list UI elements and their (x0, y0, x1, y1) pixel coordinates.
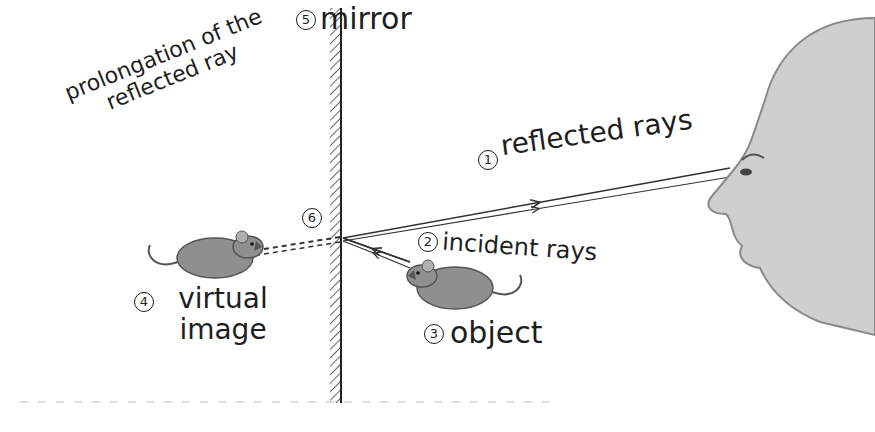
incident-ray (343, 241, 410, 268)
incident-ray (343, 238, 410, 262)
part-label: prolongation of the reflected ray (57, 3, 279, 130)
reflected-ray (343, 177, 730, 241)
callout-number: 2 (418, 232, 438, 252)
callout-number: 4 (134, 292, 154, 312)
reflected-ray (343, 168, 730, 238)
mirror-surface (340, 8, 342, 403)
callout-number: 5 (296, 10, 316, 30)
eye (740, 169, 752, 176)
callout-number: 1 (478, 150, 498, 170)
face-profile (708, 18, 875, 335)
ground-line (20, 402, 560, 403)
mirror-hatching (330, 8, 340, 403)
part-label: incident rays (441, 229, 598, 266)
part-label: mirror (320, 2, 412, 35)
eyebrow (742, 154, 764, 160)
object-mouse (407, 260, 521, 309)
part-label: reflected rays (499, 105, 695, 162)
callout-number: 3 (424, 324, 444, 344)
prolongation-line (258, 242, 340, 255)
callout-number: 6 (302, 208, 322, 228)
virtual-image-mouse (149, 231, 263, 278)
part-label: virtual image (158, 284, 288, 346)
incident-ray (343, 238, 410, 262)
part-label: object (450, 316, 542, 349)
